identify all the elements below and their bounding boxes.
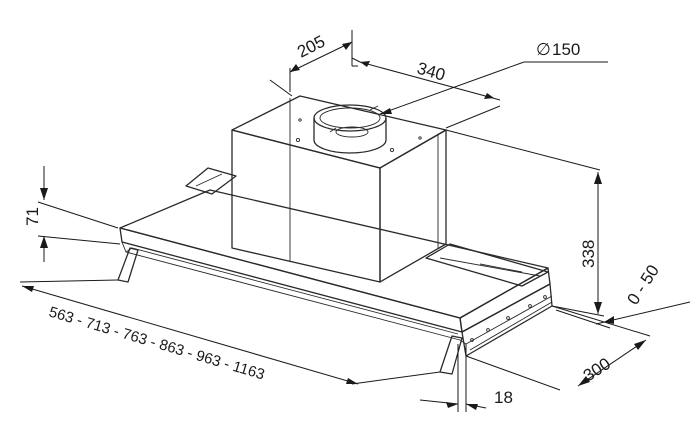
- label-bracket-thickness: 18: [494, 388, 513, 407]
- label-flue-width: 340: [415, 59, 448, 85]
- dimension-wall-gap: 0 - 50: [555, 261, 691, 329]
- dimension-depth: 300: [465, 305, 651, 391]
- dimension-flue-width: 340: [351, 57, 501, 129]
- label-duct-diameter: 150: [552, 40, 580, 59]
- label-width-options: 563 - 713 - 763 - 863 - 963 - 1163: [47, 304, 267, 384]
- dimension-chimney-height: 338: [445, 129, 605, 317]
- label-body-height: 71: [23, 207, 42, 226]
- chimney-box: [231, 95, 447, 283]
- label-flue-depth: 205: [294, 32, 328, 62]
- label-chimney-height: 338: [579, 240, 598, 268]
- dimension-body-height: 71: [23, 166, 121, 262]
- label-wall-gap: 0 - 50: [623, 261, 663, 308]
- rear-slider-panels: [185, 167, 549, 287]
- label-diameter-symbol: ∅: [536, 40, 551, 59]
- dimension-bracket-thickness: 18: [419, 344, 513, 412]
- dimension-flue-depth: 205: [269, 30, 353, 97]
- duct-collar: [313, 104, 387, 154]
- dimension-duct-diameter: ∅ 150: [379, 40, 608, 115]
